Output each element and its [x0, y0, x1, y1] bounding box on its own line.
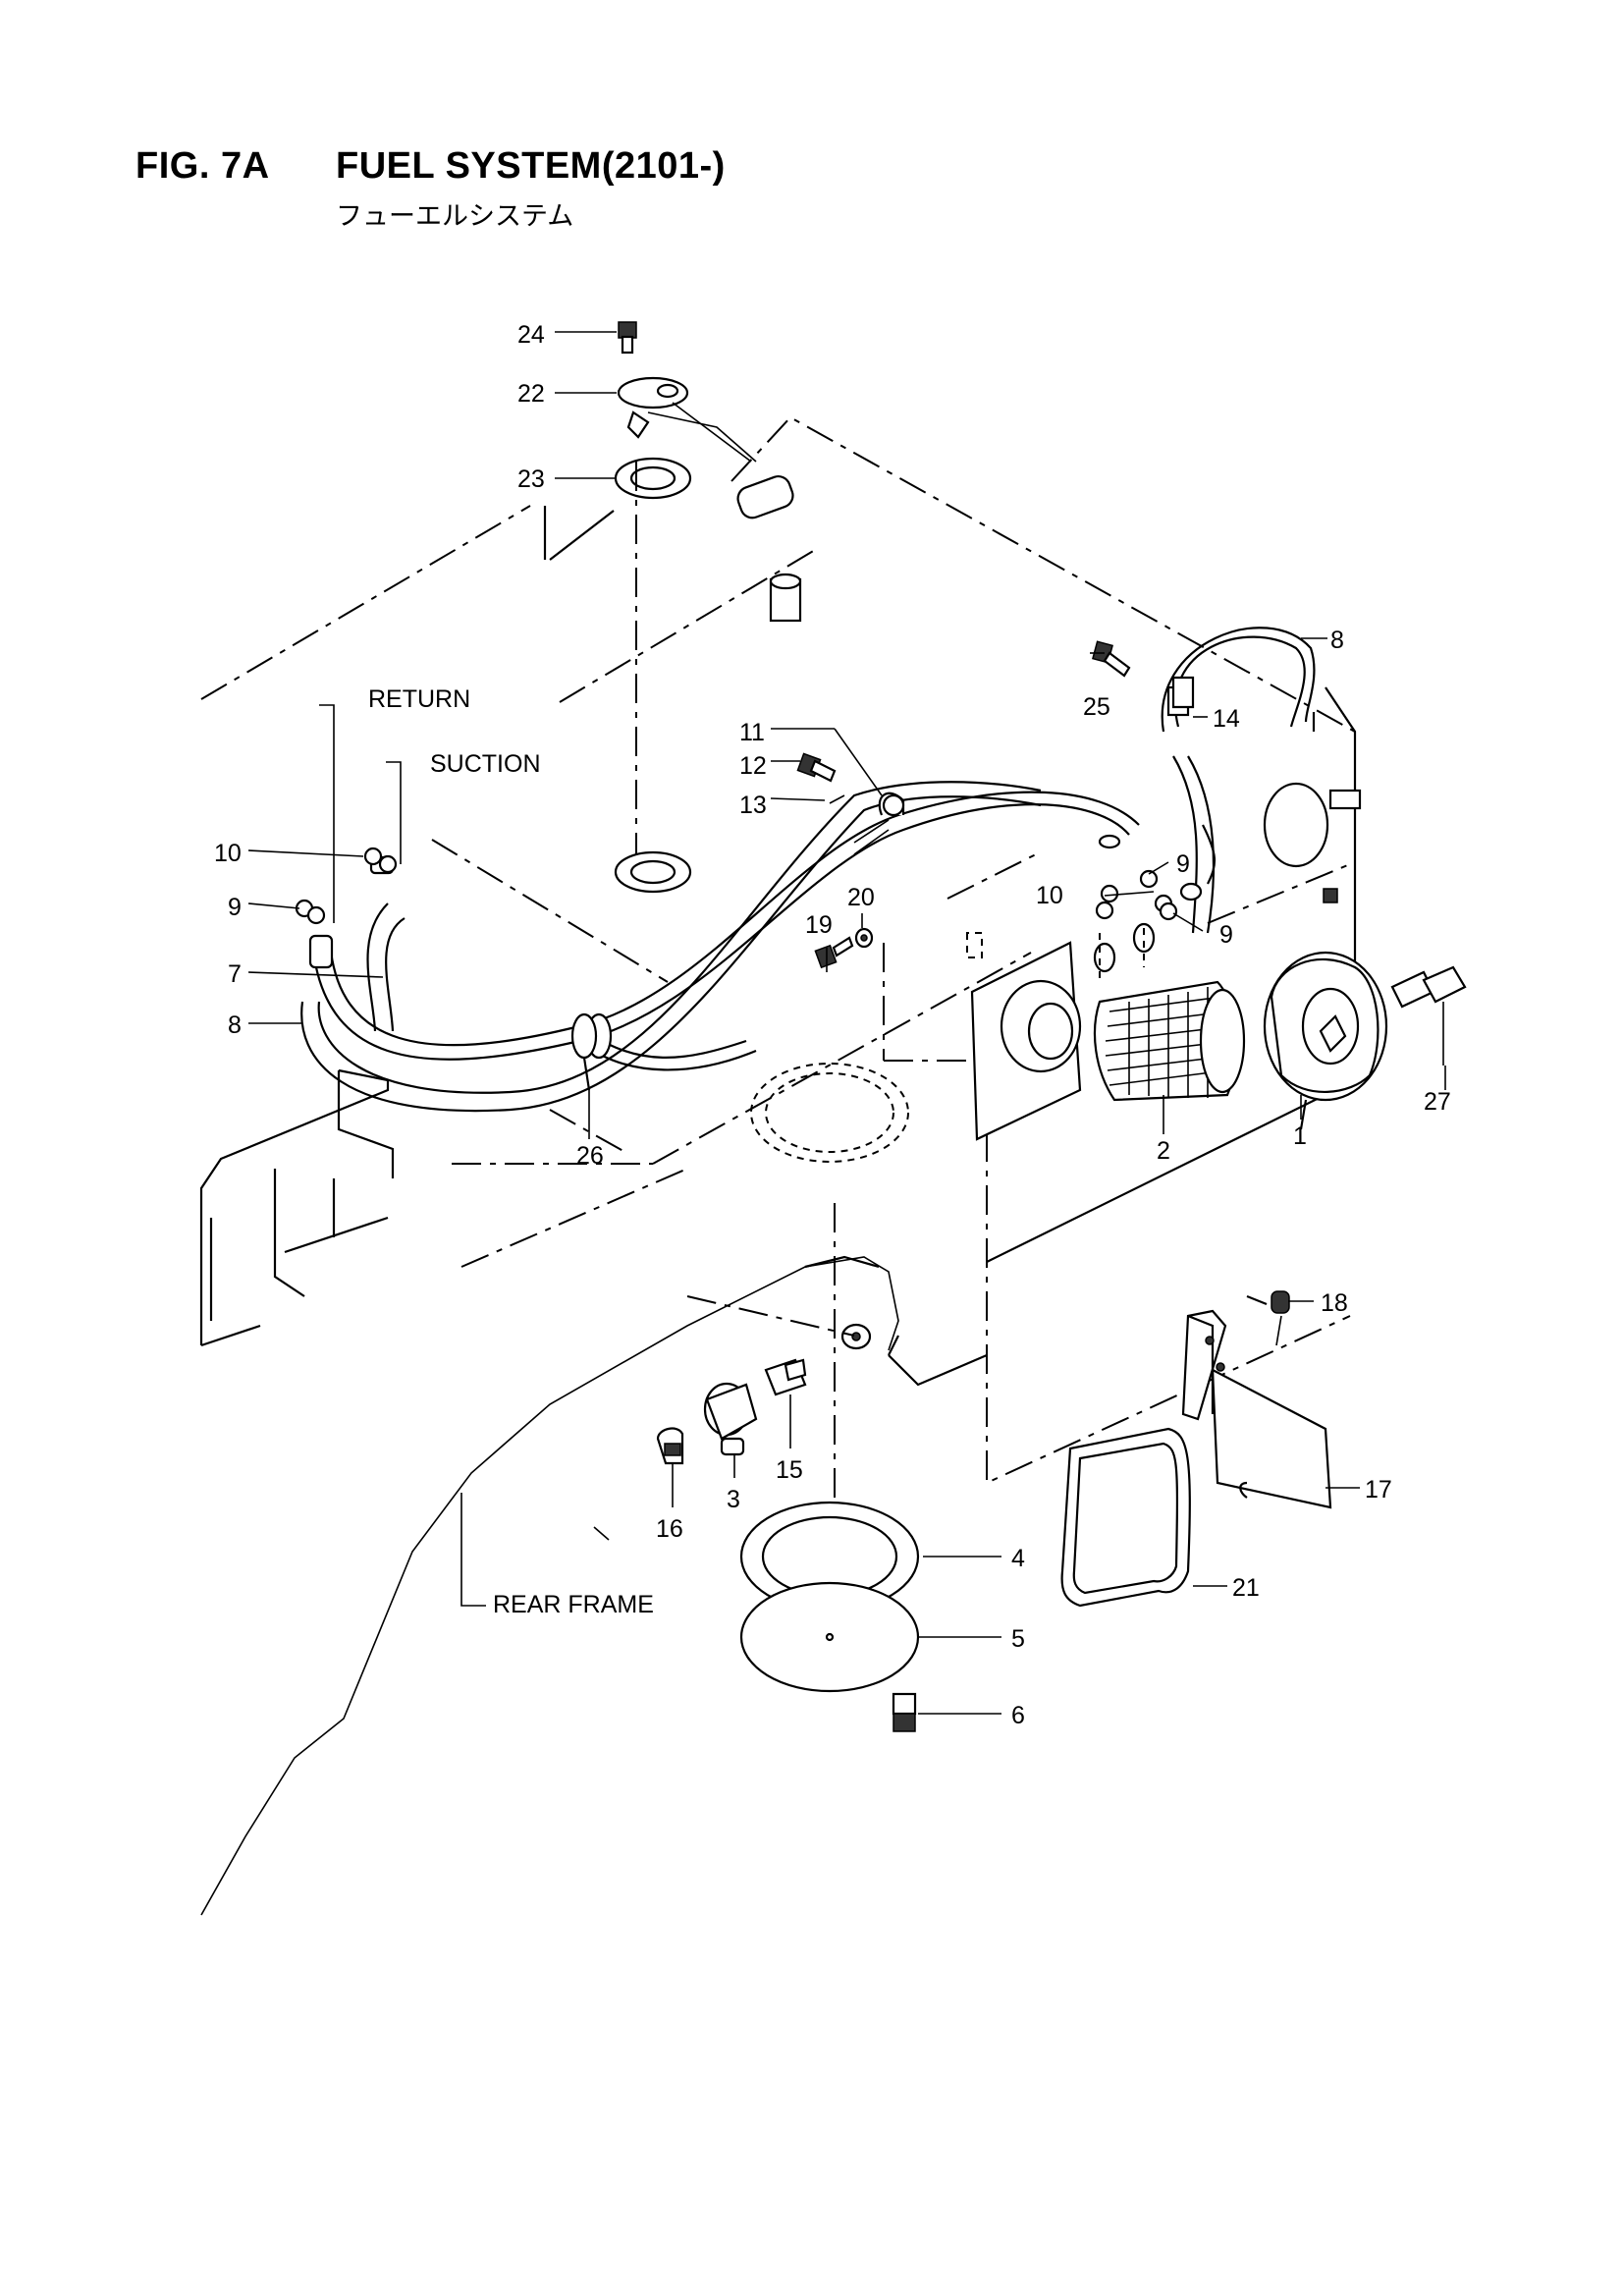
callout-3: 3	[727, 1486, 740, 1513]
figure-number: FIG. 7A	[135, 145, 270, 187]
fuel-tank-body	[888, 686, 1362, 1387]
callout-21: 21	[1232, 1574, 1260, 1602]
callout-18: 18	[1321, 1289, 1348, 1317]
callout-10-left: 10	[214, 840, 242, 867]
rear-frame	[199, 1068, 899, 1916]
figure-title: FUEL SYSTEM(2101-)	[336, 145, 726, 187]
figure-subtitle: フューエルシステム	[336, 201, 574, 232]
callout-9-lower: 9	[1219, 921, 1233, 949]
bolts	[796, 640, 1131, 969]
callout-9-upper: 9	[1176, 850, 1190, 878]
callout-6: 6	[1011, 1702, 1025, 1729]
callout-20: 20	[847, 884, 875, 911]
fuel-sender-unit	[614, 321, 802, 894]
callout-25: 25	[1083, 693, 1110, 721]
callout-4: 4	[1011, 1545, 1025, 1572]
callout-9-left: 9	[228, 894, 242, 921]
callout-16: 16	[656, 1515, 683, 1543]
callout-5: 5	[1011, 1625, 1025, 1653]
callout-10-right: 10	[1036, 882, 1063, 909]
return-label: RETURN	[368, 685, 470, 713]
drain-assembly	[656, 1063, 920, 1732]
callout-14: 14	[1213, 705, 1240, 733]
callout-7: 7	[228, 960, 242, 988]
callout-1: 1	[1293, 1122, 1307, 1150]
callout-8-right: 8	[1330, 627, 1344, 654]
callout-15: 15	[776, 1456, 803, 1484]
callout-26: 26	[576, 1142, 604, 1170]
callout-8-left: 8	[228, 1011, 242, 1039]
callout-2: 2	[1157, 1137, 1170, 1165]
fuel-cap-key	[1390, 965, 1467, 1066]
callout-19: 19	[805, 911, 833, 939]
rear-frame-label: REAR FRAME	[493, 1591, 654, 1618]
leader-lines	[247, 331, 1446, 1715]
callout-24: 24	[517, 321, 545, 349]
part-callouts: 24 22 23 11 12 13 10 9 7 8 8 14 25 9 10 …	[214, 321, 1451, 1729]
callout-22: 22	[517, 380, 545, 408]
callout-23: 23	[517, 465, 545, 493]
callout-11: 11	[739, 719, 765, 746]
callout-27: 27	[1424, 1088, 1451, 1116]
text-labels: RETURN SUCTION REAR FRAME	[368, 685, 654, 1618]
access-cover	[1060, 1290, 1332, 1608]
callout-13: 13	[739, 792, 767, 819]
callout-17: 17	[1365, 1476, 1392, 1503]
callout-12: 12	[739, 752, 767, 780]
suction-label: SUCTION	[430, 750, 541, 778]
filler-assembly	[883, 853, 1388, 1141]
